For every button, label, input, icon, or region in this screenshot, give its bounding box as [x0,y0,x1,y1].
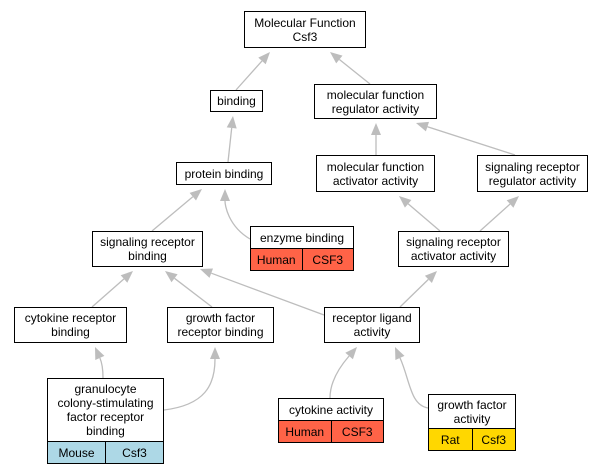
node-label: molecular function activator activity [326,159,425,188]
species-tag: Human [285,424,325,439]
node-molecular-function-csf3[interactable]: Molecular Function Csf3 [244,11,366,48]
edge-gcsf_rb-to-cytokine_rb [99,357,104,379]
node-cytokine-receptor-binding[interactable]: cytokine receptor binding [14,307,127,343]
gene-tag: CSF3 [301,249,354,270]
node-label: protein binding [184,166,264,181]
edge-rl_activity-to-sr_activator [399,278,429,308]
arrowhead-rl_activity-to-sr_binding [200,268,213,278]
node-receptor-ligand-activity[interactable]: receptor ligand activity [324,307,420,343]
edge-mf_regulator-to-mf_csf3 [338,58,371,85]
gene-tag: Csf3 [105,442,163,463]
arrowhead-gf_activity-to-rl_activity [395,347,405,360]
gene-tag: Csf3 [471,429,516,450]
gene-tag: CSF3 [330,421,384,442]
edge-gf_activity-to-rl_activity [399,357,429,409]
node-molecular-function-regulator-activity[interactable]: molecular function regulator activity [314,84,437,119]
arrowhead-cytokine_activity-to-rl_activity [345,347,357,360]
edge-rl_activity-to-sr_binding [211,272,325,316]
edge-cytokine_activity-to-rl_activity [329,355,350,399]
node-granulocyte-colony-stimulating-factor-receptor-binding[interactable]: granulocyte colony-stimulating factor re… [47,378,164,464]
node-signaling-receptor-regulator-activity[interactable]: signaling receptor regulator activity [477,155,588,192]
node-label: enzyme binding [259,230,345,245]
node-cytokine-activity[interactable]: cytokine activity Human CSF3 [278,398,384,443]
node-binding[interactable]: binding [210,90,263,112]
node-label: signaling receptor regulator activity [485,159,580,188]
node-label: cytokine receptor binding [24,311,117,339]
species-tag: Rat [440,432,460,447]
node-signaling-receptor-activator-activity[interactable]: signaling receptor activator activity [398,231,509,267]
node-label: cytokine activity [288,402,374,417]
edge-sr_binding-to-protein_binding [151,196,194,232]
node-label: growth factor activity [437,397,507,426]
arrowhead-protein_binding-to-binding [226,116,237,129]
species-tag: Human [256,252,296,267]
annotation-row: Human CSF3 [279,420,383,442]
node-label: molecular function regulator activity [326,87,425,116]
node-label: signaling receptor activator activity [406,235,501,263]
annotation-row: Rat Csf3 [429,428,515,450]
node-label: granulocyte colony-stimulating factor re… [57,382,154,438]
edge-binding-to-mf_csf3 [235,60,263,91]
arrowhead-enzyme_binding-to-protein_binding [220,189,230,201]
arrowhead-cytokine_rb-to-sr_binding [120,271,133,283]
arrowhead-gcsf_rb-to-gf_rb [210,347,220,359]
arrowhead-gf_rb-to-sr_binding [165,271,178,283]
arrowhead-mf_regulator-to-mf_csf3 [330,52,343,64]
arrowhead-sr_binding-to-protein_binding [189,189,202,201]
arrowhead-rl_activity-to-sr_activator [424,271,437,283]
arrowhead-sr_activator-to-mf_activator [399,196,412,208]
node-label: Molecular Function Csf3 [254,15,356,44]
annotation-row: Mouse Csf3 [48,441,163,463]
edge-protein_binding-to-binding [227,127,233,163]
node-label: binding [217,94,256,108]
node-growth-factor-receptor-binding[interactable]: growth factor receptor binding [167,307,274,343]
annotation-row: Human CSF3 [251,248,353,270]
node-molecular-function-activator-activity[interactable]: molecular function activator activity [316,155,435,192]
edge-cytokine_rb-to-sr_binding [91,278,125,308]
edge-enzyme_binding-to-protein_binding [224,200,251,240]
edge-sr_activator-to-sr_regulator [479,203,511,232]
node-label: growth factor receptor binding [177,311,264,339]
node-enzyme-binding[interactable]: enzyme binding Human CSF3 [250,226,354,271]
edge-sr_activator-to-mf_activator [407,203,441,232]
node-growth-factor-activity[interactable]: growth factor activity Rat Csf3 [428,394,516,451]
species-tag: Mouse [58,445,95,460]
node-signaling-receptor-binding[interactable]: signaling receptor binding [92,231,203,267]
node-label: receptor ligand activity [332,311,412,339]
arrowhead-gcsf_rb-to-cytokine_rb [95,347,105,360]
arrowhead-sr_regulator-to-mf_regulator [416,121,429,132]
arrowhead-mf_activator-to-mf_regulator [371,123,381,135]
edge-sr_regulator-to-mf_regulator [427,126,516,156]
edge-gcsf_rb-to-gf_rb [163,358,216,411]
node-protein-binding[interactable]: protein binding [176,162,272,185]
node-label: signaling receptor binding [100,235,195,263]
arrowhead-binding-to-mf_csf3 [258,52,270,65]
edge-gf_rb-to-sr_binding [174,277,213,308]
arrowhead-sr_activator-to-sr_regulator [506,196,519,208]
